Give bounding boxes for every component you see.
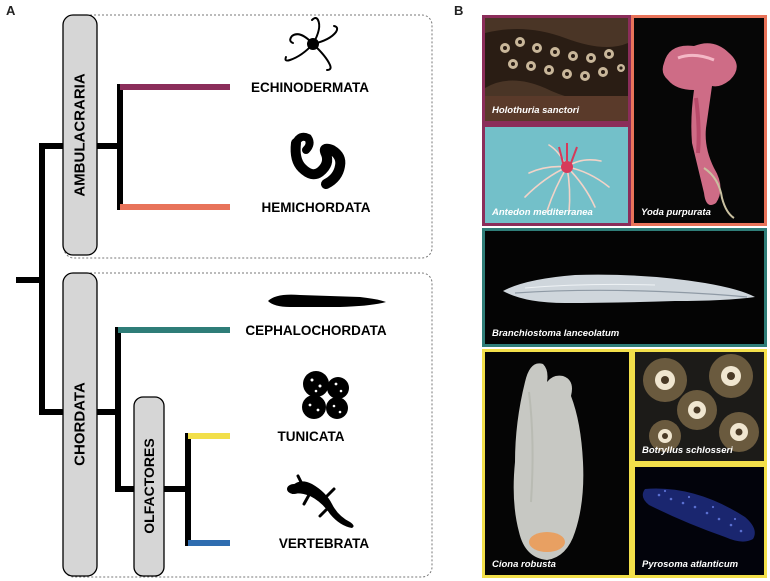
photo-botryllus: Botryllus schlosseri <box>632 349 767 464</box>
label-vertebrata: VERTEBRATA <box>279 536 369 551</box>
acorn-worm-icon <box>290 132 346 189</box>
label-hemichordata: HEMICHORDATA <box>262 200 371 215</box>
ambulacraria-label: AMBULACRARIA <box>62 14 98 256</box>
caption-ciona: Ciona robusta <box>492 559 556 570</box>
label-cephalochordata: CEPHALOCHORDATA <box>245 323 386 338</box>
lancelet-icon <box>268 294 386 307</box>
caption-pyrosoma: Pyrosoma atlanticum <box>642 559 739 570</box>
antedon-image <box>485 127 628 223</box>
pyrosoma-image <box>635 467 764 575</box>
ciona-image <box>485 352 629 575</box>
caption-holothuria: Holothuria sanctori <box>492 105 580 116</box>
olfactores-text: OLFACTORES <box>141 438 157 533</box>
caption-branchiostoma: Branchiostoma lanceolatum <box>492 328 620 339</box>
panel-a-letter: A <box>6 3 16 18</box>
phylogenetic-tree: AMBULACRARIA CHORDATA OLFACTORES ECHINOD… <box>16 14 433 578</box>
salamander-icon <box>287 474 354 528</box>
botryllus-image <box>635 352 764 461</box>
photo-pyrosoma: Pyrosoma atlanticum <box>632 464 767 578</box>
caption-yoda: Yoda purpurata <box>641 207 711 218</box>
caption-antedon: Antedon mediterranea <box>492 207 593 218</box>
label-tunicata: TUNICATA <box>278 429 345 444</box>
label-echinodermata: ECHINODERMATA <box>251 80 369 95</box>
olfactores-label: OLFACTORES <box>133 396 165 577</box>
branchiostoma-image <box>485 231 764 344</box>
yoda-image <box>634 18 764 223</box>
photo-branchiostoma: Branchiostoma lanceolatum <box>482 228 767 347</box>
photo-holothuria: Holothuria sanctori <box>482 15 631 124</box>
holothuria-image <box>485 18 628 121</box>
colonial-tunicate-icon <box>302 371 349 419</box>
chordata-text: CHORDATA <box>72 382 89 466</box>
panel-b-letter: B <box>454 3 464 18</box>
photo-yoda: Yoda purpurata <box>631 15 767 226</box>
photo-antedon: Antedon mediterranea <box>482 124 631 226</box>
caption-botryllus: Botryllus schlosseri <box>642 445 733 456</box>
photo-ciona: Ciona robusta <box>482 349 632 578</box>
chordata-label: CHORDATA <box>62 272 98 577</box>
ambulacraria-text: AMBULACRARIA <box>72 73 89 196</box>
brittle-star-icon <box>284 17 339 71</box>
